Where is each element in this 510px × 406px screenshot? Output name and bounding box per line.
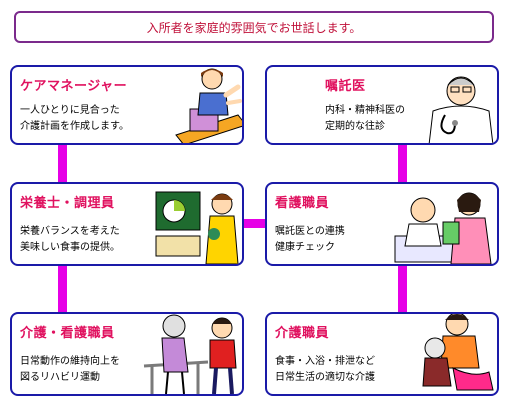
card-title: ケアマネージャー: [20, 79, 128, 94]
card-description: 一人ひとりに見合った 介護計画を作成します。: [20, 103, 129, 135]
nutritionist-chart-illustration: [155, 191, 239, 264]
card-title: 介護・看護職員: [20, 326, 115, 341]
card-description: 嘱託医との連携 健康チェック: [275, 224, 345, 256]
card-description: 栄養バランスを考えた 美味しい食事の提供。: [20, 224, 120, 256]
banner-text: 入所者を家庭的雰囲気でお世話します。: [146, 20, 362, 35]
card-title: 看護職員: [275, 196, 330, 211]
rehab-walking-bars-illustration: [143, 314, 237, 394]
card-title: 栄養士・調理員: [20, 196, 115, 211]
description-line: 嘱託医との連携: [275, 226, 345, 237]
doctor-stethoscope-illustration: [428, 76, 494, 143]
card-title: 嘱託医: [325, 79, 366, 94]
card-caregiver: 介護職員 食事・入浴・排泄など 日常生活の適切な介護: [265, 312, 499, 396]
card-nurse: 看護職員 嘱託医との連携 健康チェック: [265, 182, 499, 266]
connector-left-lower: [58, 266, 67, 312]
description-line: 食事・入浴・排泄など: [275, 356, 375, 367]
card-description: 日常動作の維持向上を 図るリハビリ運動: [20, 354, 120, 386]
connector-right-lower: [398, 266, 407, 312]
caregiver-assist-illustration: [422, 314, 494, 391]
nurse-patient-illustration: [394, 192, 492, 264]
header-banner: 入所者を家庭的雰囲気でお世話します。: [14, 11, 494, 43]
card-nutritionist: 栄養士・調理員 栄養バランスを考えた 美味しい食事の提供。: [10, 182, 244, 266]
card-doctor: 嘱託医 内科・精神科医の 定期的な往診: [265, 65, 499, 145]
card-care-manager: ケアマネージャー 一人ひとりに見合った 介護計画を作成します。: [10, 65, 244, 145]
description-line: 美味しい食事の提供。: [20, 242, 120, 253]
connector-left-upper: [58, 136, 67, 182]
connector-right-upper: [398, 136, 407, 182]
card-title: 介護職員: [275, 326, 330, 341]
description-line: 定期的な往診: [325, 121, 385, 132]
card-description: 食事・入浴・排泄など 日常生活の適切な介護: [275, 354, 375, 386]
care-manager-desk-illustration: [175, 68, 242, 143]
connector-middle-horizontal: [244, 219, 266, 228]
description-line: 内科・精神科医の: [325, 105, 405, 116]
description-line: 健康チェック: [275, 242, 335, 253]
description-line: 日常動作の維持向上を: [20, 356, 120, 367]
description-line: 図るリハビリ運動: [20, 372, 100, 383]
description-line: 介護計画を作成します。: [20, 121, 129, 132]
card-description: 内科・精神科医の 定期的な往診: [325, 103, 405, 135]
card-rehab: 介護・看護職員 日常動作の維持向上を 図るリハビリ運動: [10, 312, 244, 396]
description-line: 栄養バランスを考えた: [20, 226, 120, 237]
description-line: 一人ひとりに見合った: [20, 105, 120, 116]
description-line: 日常生活の適切な介護: [275, 372, 375, 383]
